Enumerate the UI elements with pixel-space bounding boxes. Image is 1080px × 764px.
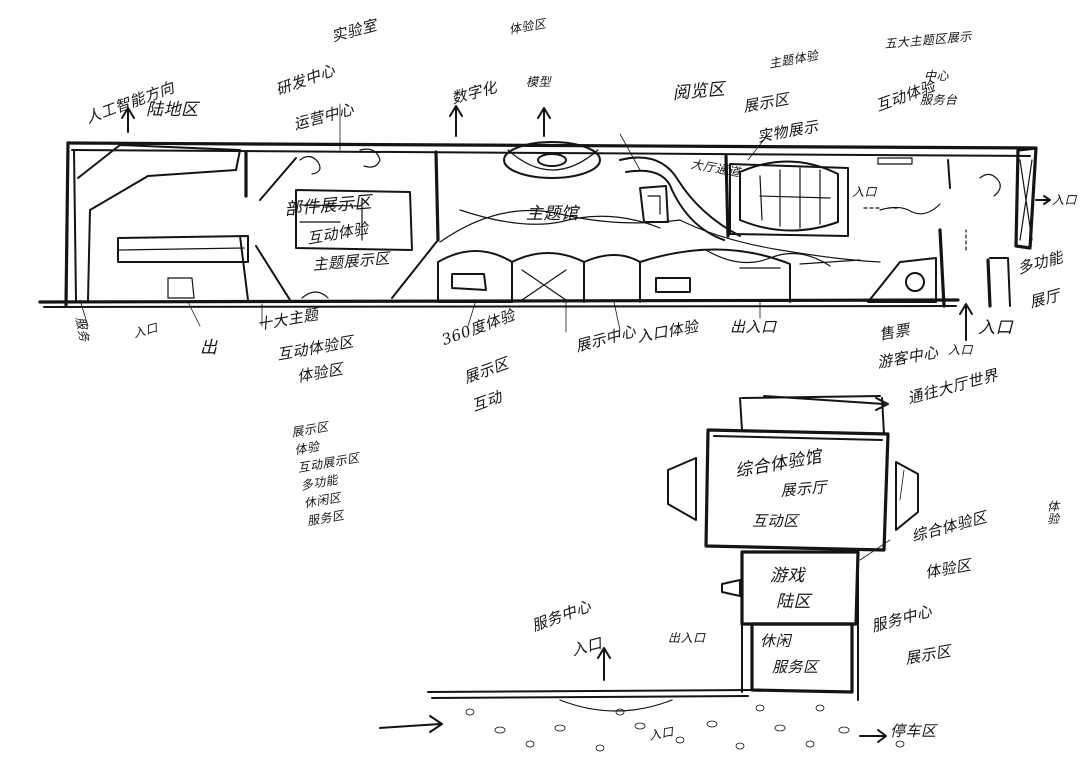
label-center-arrow: 模型 — [526, 75, 552, 89]
label-arrow-right: 入口 — [1052, 193, 1078, 207]
label-left-bottom-a: 服务 — [73, 315, 92, 343]
label-right-room-a: 中心 — [924, 69, 950, 83]
label-low-room-sub: 服务区 — [772, 658, 819, 676]
label-main-room-sub2: 互动区 — [752, 512, 799, 530]
label-right-room-b: 服务台 — [920, 93, 958, 107]
label-bottom-m: 入口 — [948, 343, 974, 357]
label-mid-room: 游戏 — [770, 566, 805, 586]
label-mid-room-sub: 陆区 — [776, 592, 811, 612]
lower-floor-plan — [379, 395, 919, 752]
label-center-main: 主题馆 — [526, 204, 579, 224]
label-bottom-b-lower: 停车区 — [890, 722, 937, 740]
label-bottom-j: 出入口 — [730, 318, 777, 336]
label-right-room-c: 入口 — [852, 185, 878, 199]
label-right-e: 体验 — [1045, 500, 1060, 525]
label-wing-left: 陆地区 — [146, 100, 199, 120]
label-left-c: 出入口 — [668, 631, 706, 645]
label-low-room: 休闲 — [760, 632, 792, 650]
label-exit-right: 入口 — [978, 318, 1013, 338]
label-left-bottom-b: 出 — [200, 338, 218, 358]
